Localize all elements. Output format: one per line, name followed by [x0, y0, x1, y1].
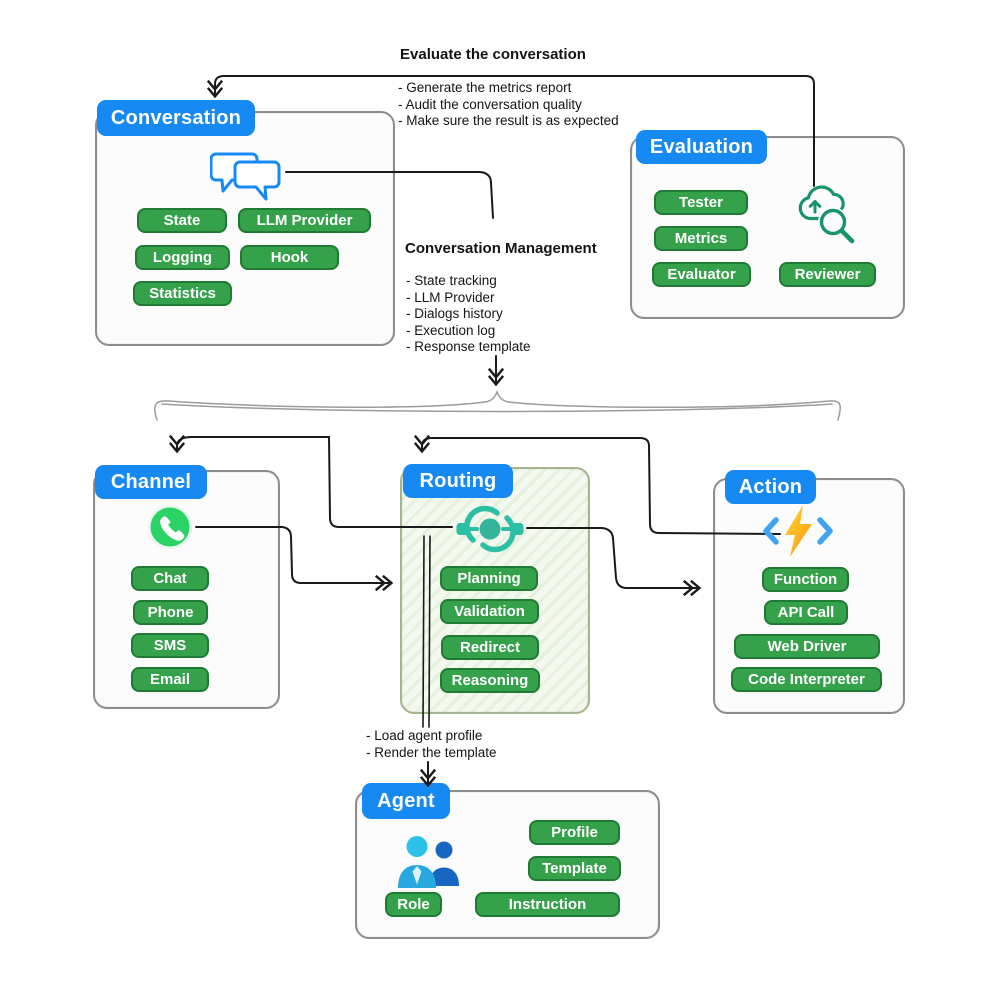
- note-line: - Generate the metrics report: [398, 80, 572, 95]
- note-title: Conversation Management: [405, 240, 597, 257]
- pill-redirect: Redirect: [441, 635, 539, 660]
- note-line: - LLM Provider: [406, 289, 495, 305]
- cloud-search-icon: [793, 180, 857, 251]
- note-line: - Audit the conversation quality: [398, 96, 582, 112]
- pill-sms: SMS: [131, 633, 209, 658]
- lightning-code-icon: [763, 505, 833, 562]
- pill-hook: Hook: [240, 245, 339, 270]
- note-management-title: Conversation Management: [405, 240, 597, 257]
- pill-statistics: Statistics: [133, 281, 232, 306]
- pill-logging: Logging: [135, 245, 230, 270]
- action-title-badge: Action: [725, 470, 816, 504]
- note-evaluate-title: Evaluate the conversation: [400, 46, 586, 63]
- note-line: - Render the template: [366, 744, 497, 760]
- routing-title-badge: Routing: [403, 464, 513, 498]
- pill-code-interpreter: Code Interpreter: [731, 667, 882, 692]
- evaluation-title-badge: Evaluation: [636, 130, 767, 164]
- chat-bubbles-icon: [209, 148, 285, 208]
- team-icon: [392, 833, 468, 896]
- pill-role: Role: [385, 892, 442, 917]
- pill-reasoning: Reasoning: [440, 668, 540, 693]
- whatsapp-icon: [147, 504, 193, 555]
- pill-profile: Profile: [529, 820, 620, 845]
- conversation-title-badge: Conversation: [97, 100, 255, 136]
- pill-evaluator: Evaluator: [652, 262, 751, 287]
- pill-phone: Phone: [133, 600, 208, 625]
- pill-validation: Validation: [440, 599, 539, 624]
- pill-metrics: Metrics: [654, 226, 748, 251]
- pill-template: Template: [528, 856, 621, 881]
- pill-api-call: API Call: [764, 600, 848, 625]
- route-hub-icon: [455, 502, 525, 561]
- pill-tester: Tester: [654, 190, 748, 215]
- pill-chat: Chat: [131, 566, 209, 591]
- note-agent-lines: - Load agent profile - Render the templa…: [366, 728, 497, 761]
- note-evaluate-lines: - Generate the metrics report - Audit th…: [398, 80, 619, 130]
- note-management-lines: - State tracking - LLM Provider - Dialog…: [406, 273, 531, 356]
- note-title: Evaluate the conversation: [400, 46, 586, 63]
- pill-web-driver: Web Driver: [734, 634, 880, 659]
- note-line: - Dialogs history: [406, 306, 503, 321]
- note-line: - State tracking: [406, 273, 497, 288]
- note-line: - Make sure the result is as expected: [398, 113, 619, 128]
- pill-function: Function: [762, 567, 849, 592]
- pill-instruction: Instruction: [475, 892, 620, 917]
- agent-title-badge: Agent: [362, 783, 450, 819]
- pill-reviewer: Reviewer: [779, 262, 876, 287]
- pill-planning: Planning: [440, 566, 538, 591]
- channel-title-badge: Channel: [95, 465, 207, 499]
- pill-state: State: [137, 208, 227, 233]
- pill-llm-provider: LLM Provider: [238, 208, 371, 233]
- note-line: - Load agent profile: [366, 728, 483, 743]
- note-line: - Response template: [406, 339, 531, 354]
- note-line: - Execution log: [406, 322, 496, 338]
- pill-email: Email: [131, 667, 209, 692]
